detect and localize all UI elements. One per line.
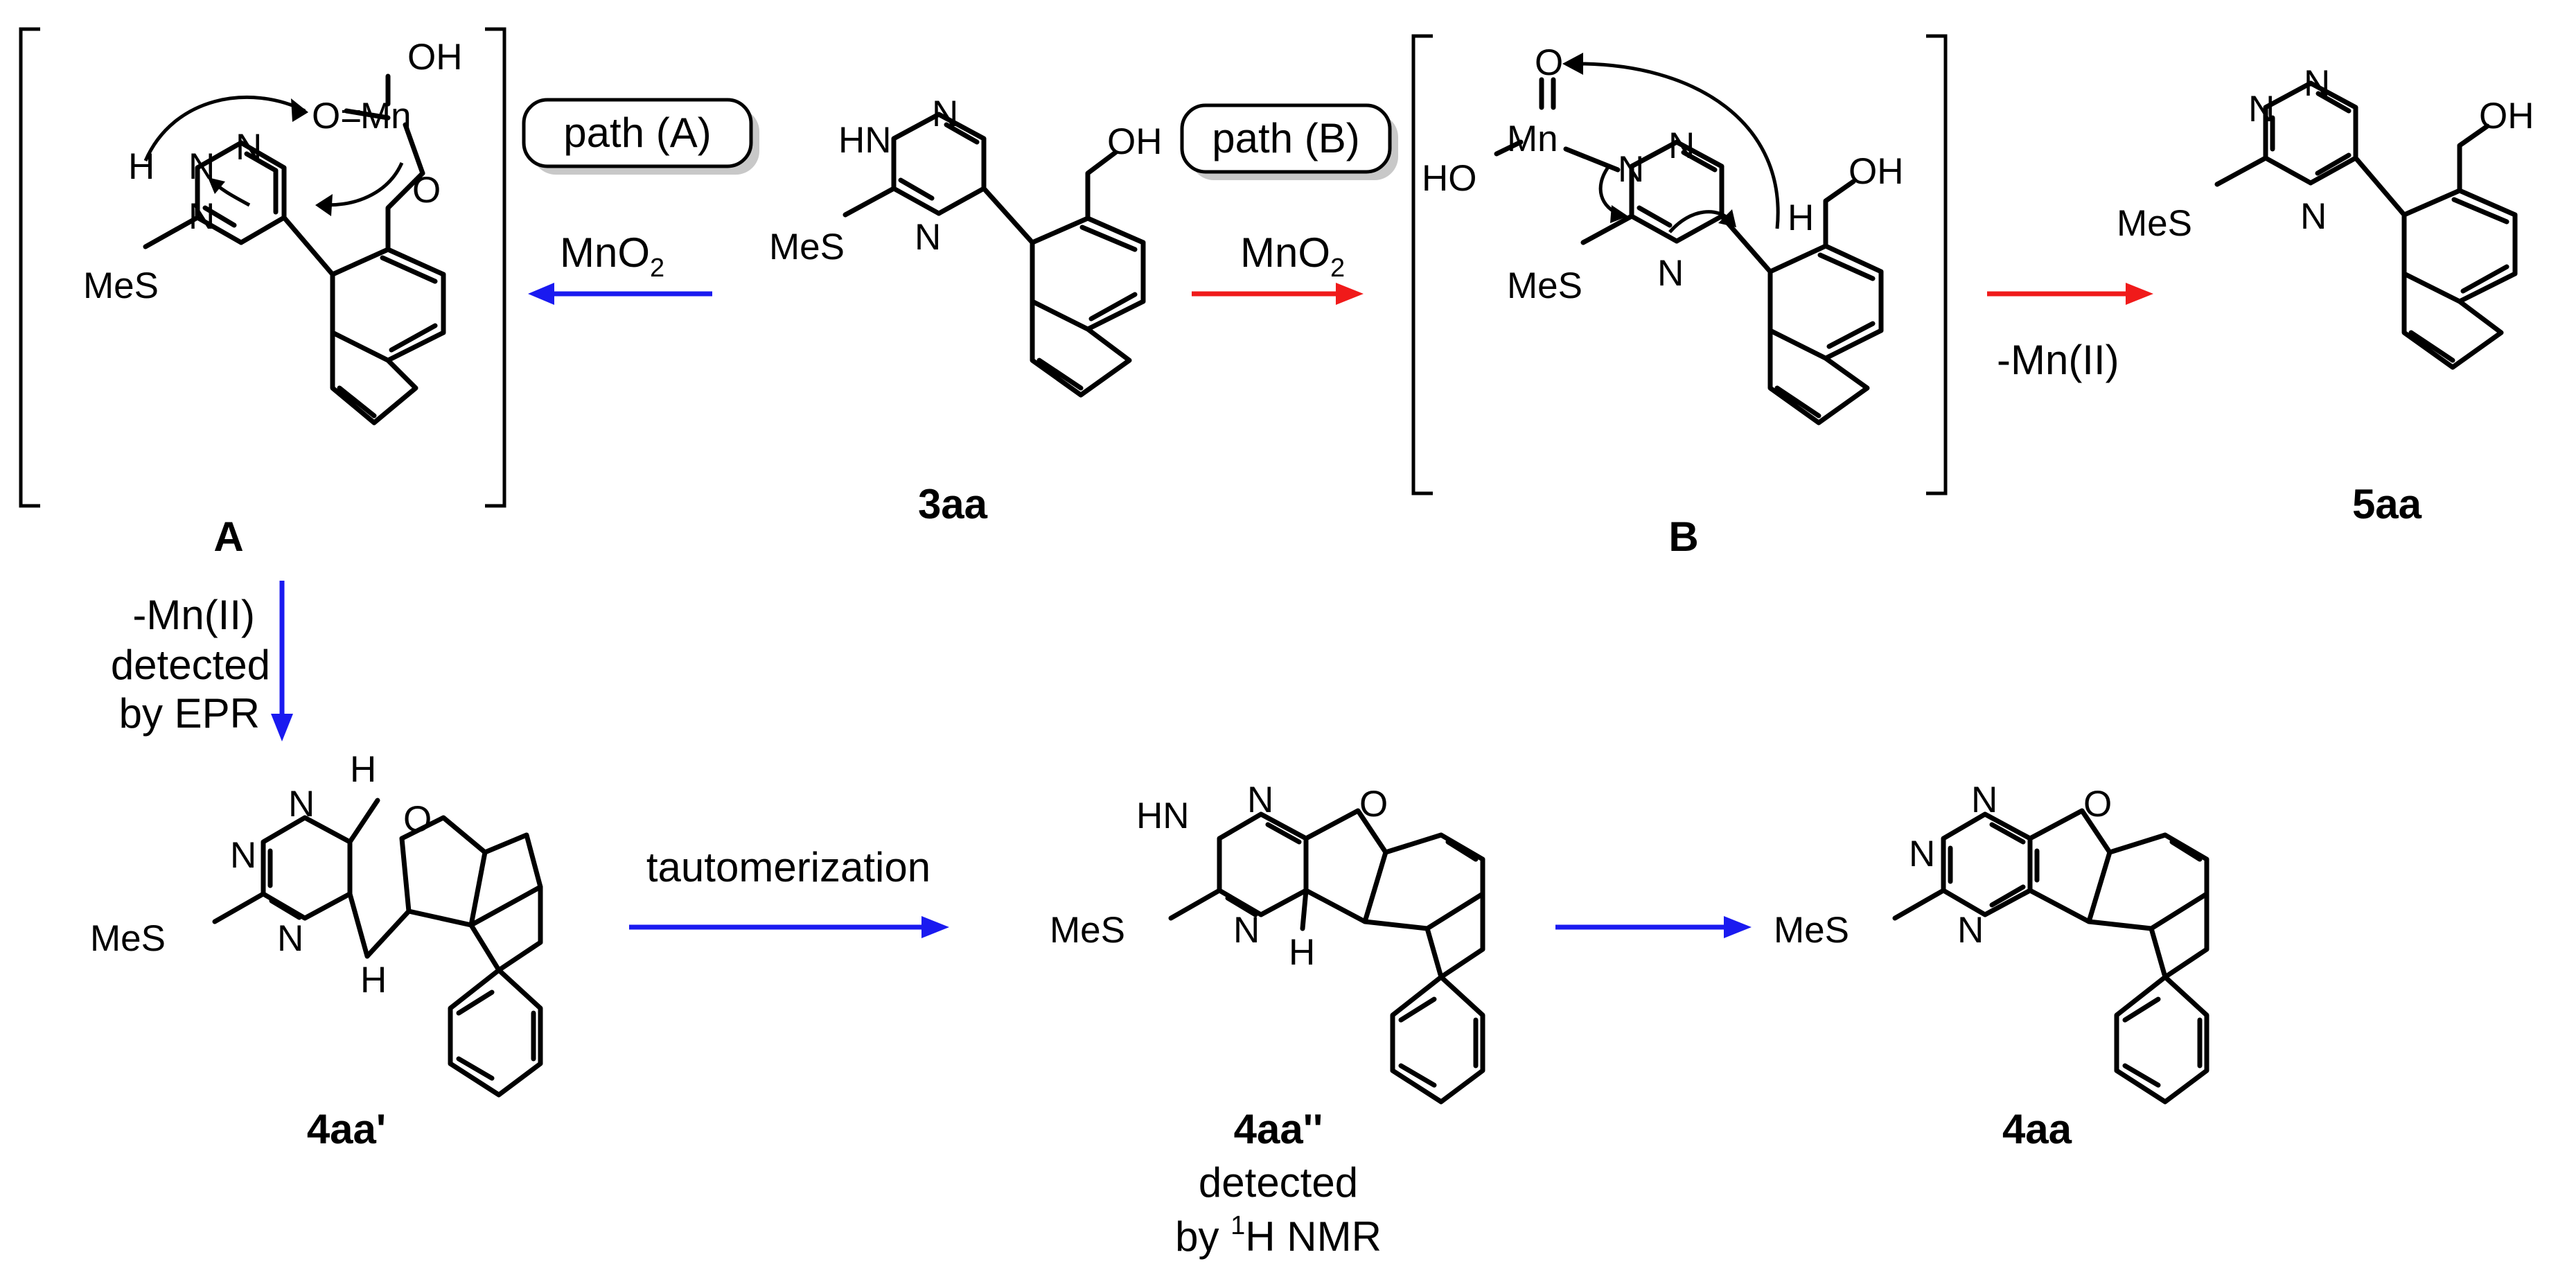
atom-n-4aa-1: N	[1909, 834, 1935, 874]
mn2-right: -Mn(II)	[1997, 337, 2119, 383]
bracket-right-b	[1926, 34, 1948, 495]
atom-mes-4aa: MeS	[1774, 910, 1849, 951]
atom-mes-4p: MeS	[90, 918, 166, 959]
atom-h-b: H	[1788, 197, 1814, 238]
mno2-left: MnO2	[560, 229, 664, 283]
atom-mes-4pp: MeS	[1050, 910, 1125, 951]
bracket-left-b	[1411, 34, 1433, 495]
atom-mes-b: MeS	[1507, 265, 1582, 306]
by-nmr: by 1H NMR	[1175, 1211, 1382, 1260]
detected-nmr: detected	[1199, 1159, 1358, 1206]
label-3aa: 3aa	[918, 481, 988, 527]
label-5aa: 5aa	[2352, 481, 2422, 527]
atom-n-5aa-2: N	[2304, 63, 2330, 104]
path-b-box: path (B)	[1180, 103, 1398, 180]
arrow-to-4aa	[1555, 916, 1752, 938]
atom-oh-3aa: OH	[1107, 121, 1163, 162]
intermediate-a: N N N H MeS O= Mn OH O A	[19, 27, 506, 560]
atom-n-4p-3: N	[277, 918, 303, 959]
atom-n-a3: N	[188, 196, 215, 237]
atom-o-b: O	[1535, 42, 1563, 83]
atom-mn-a: Mn	[360, 96, 412, 137]
atom-n-3aa-2: N	[915, 217, 941, 258]
arrow-to-b: MnO2	[1192, 229, 1364, 305]
path-b-frame	[1180, 103, 1392, 174]
label-4aa-prime: 4aa'	[307, 1106, 386, 1152]
atom-hn-4pp: HN	[1136, 795, 1190, 836]
atom-n-4pp-1: N	[1247, 780, 1273, 820]
mno2-right: MnO2	[1240, 229, 1345, 283]
atom-n-5aa-1: N	[2248, 89, 2275, 130]
atom-n-a2: N	[236, 127, 262, 168]
compound-4aa-dprime: HN N N MeS H O 4aa'' detected by 1H NMR	[1050, 780, 1485, 1260]
atom-oh-b: OH	[1849, 151, 1904, 192]
atom-h-4pp: H	[1289, 932, 1315, 973]
label-b: B	[1668, 513, 1698, 560]
arrow-tautomerization: tautomerization	[629, 844, 949, 938]
atom-mn-b: Mn	[1507, 118, 1558, 159]
by-epr: by EPR	[119, 690, 260, 737]
atom-o-4pp: O	[1359, 784, 1388, 825]
atom-oh-a: OH	[407, 37, 463, 78]
atom-hn-3aa: HN	[838, 120, 892, 161]
intermediate-b: O Mn HO N N N MeS H OH B	[1411, 34, 1948, 560]
atom-mes-a: MeS	[83, 265, 159, 306]
compound-4aa-prime: N N N MeS H H O 4aa'	[90, 749, 543, 1152]
atom-h-4p-bot: H	[360, 960, 387, 1001]
path-b-label: path (B)	[1212, 115, 1359, 161]
path-a-box: path (A)	[522, 98, 759, 175]
atom-o-a: O	[412, 170, 441, 211]
atom-oh-5aa: OH	[2479, 96, 2534, 137]
path-a-label: path (A)	[563, 109, 711, 156]
atom-n-b1: N	[1618, 149, 1644, 190]
arrow-to-a: MnO2	[528, 229, 712, 305]
bracket-right-a	[485, 27, 506, 508]
atom-o-4aa: O	[2083, 784, 2112, 825]
atom-h-4p-top: H	[350, 749, 376, 790]
compound-4aa: N N N MeS O 4aa	[1774, 780, 2209, 1152]
arrow-down-a: -Mn(II) detected by EPR	[111, 581, 293, 741]
curly-arrow-b1	[1572, 62, 1780, 229]
path-a-frame	[522, 98, 753, 168]
compound-5aa: N N N MeS OH 5aa	[2117, 63, 2534, 527]
atom-n-4aa-2: N	[1971, 780, 1997, 820]
atom-ho-b: HO	[1422, 158, 1477, 199]
atom-n-5aa-3: N	[2300, 196, 2327, 237]
label-4aa-dprime: 4aa''	[1234, 1106, 1323, 1152]
label-a: A	[213, 513, 243, 560]
tautomerization-label: tautomerization	[646, 844, 930, 890]
atom-mes-5aa: MeS	[2117, 203, 2192, 244]
atom-n-4aa-3: N	[1957, 910, 1984, 951]
atom-mes-3aa: MeS	[769, 227, 845, 267]
atom-n-4p-2: N	[288, 784, 315, 825]
atom-o-4p: O	[403, 799, 432, 840]
bracket-left-a	[19, 27, 40, 508]
atom-n-b2: N	[1668, 125, 1695, 166]
mn2-down: -Mn(II)	[132, 592, 255, 638]
label-4aa: 4aa	[2002, 1106, 2072, 1152]
curly-arrow-a1	[143, 95, 306, 161]
atom-oeq-a: O=	[312, 96, 362, 137]
arrow-to-5aa: -Mn(II)	[1987, 283, 2153, 383]
compound-3aa: HN N N MeS OH 3aa	[769, 94, 1163, 527]
atom-n-4p-1: N	[230, 835, 256, 876]
atom-n-3aa-1: N	[932, 94, 958, 134]
atom-n-4pp-2: N	[1233, 910, 1260, 951]
atom-n-b3: N	[1657, 253, 1684, 294]
detected-down: detected	[111, 642, 270, 688]
